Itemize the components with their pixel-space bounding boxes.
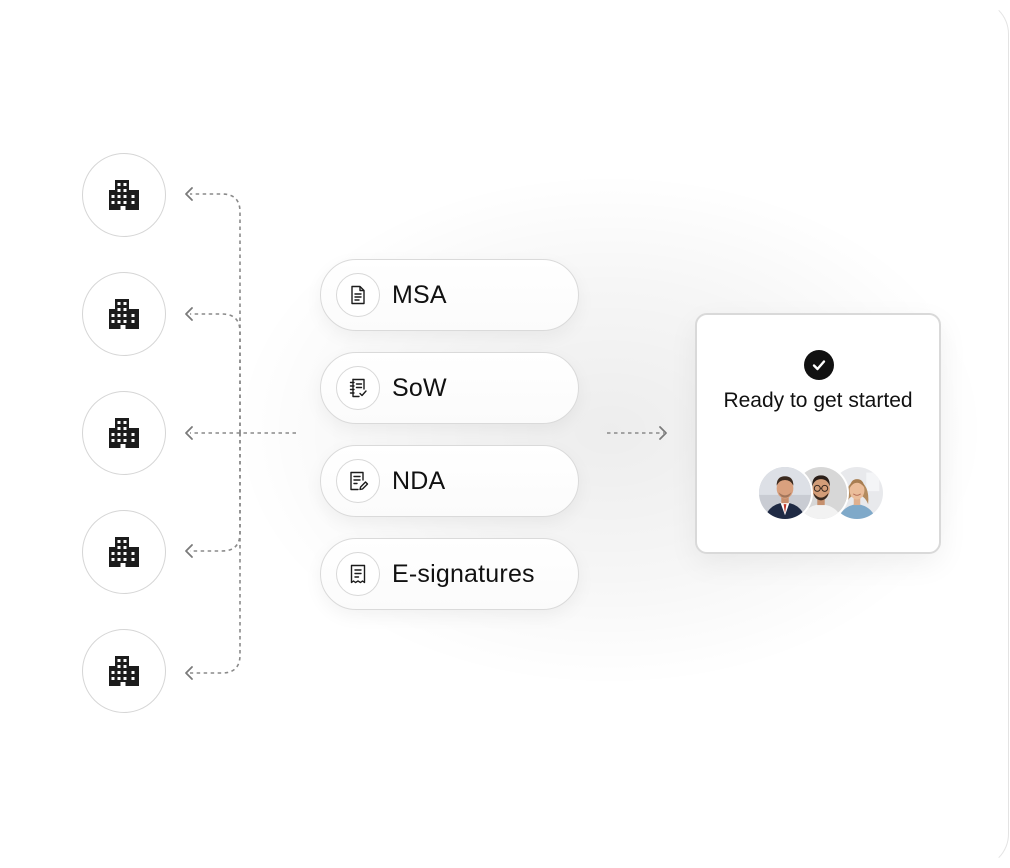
arrowhead-1	[185, 187, 193, 201]
building-icon	[105, 652, 143, 690]
connector-branch-2	[190, 313, 241, 433]
document-pill-sow[interactable]: SoW	[320, 352, 579, 424]
avatar-man-suit	[757, 465, 813, 521]
check-circle-icon	[804, 350, 834, 380]
company-node-3	[82, 391, 166, 475]
receipt-icon	[336, 552, 380, 596]
company-node-4	[82, 510, 166, 594]
building-icon	[105, 533, 143, 571]
document-pill-esignatures[interactable]: E-signatures	[320, 538, 579, 610]
arrowhead-4	[185, 544, 193, 558]
checklist-icon	[336, 366, 380, 410]
building-icon	[105, 295, 143, 333]
document-pill-nda[interactable]: NDA	[320, 445, 579, 517]
document-icon	[336, 273, 380, 317]
ready-title: Ready to get started	[723, 389, 913, 412]
company-node-2	[82, 272, 166, 356]
arrowhead-5	[185, 666, 193, 680]
document-label: SoW	[392, 373, 447, 402]
arrowhead-2	[185, 307, 193, 321]
document-label: NDA	[392, 466, 446, 495]
connector-branch-5	[190, 433, 241, 674]
document-edit-icon	[336, 459, 380, 503]
document-label: MSA	[392, 280, 447, 309]
arrowhead-card	[659, 426, 667, 440]
company-node-5	[82, 629, 166, 713]
building-icon	[105, 414, 143, 452]
building-icon	[105, 176, 143, 214]
document-label: E-signatures	[392, 559, 535, 588]
document-pill-msa[interactable]: MSA	[320, 259, 579, 331]
connector-branch-4	[190, 433, 241, 552]
arrowhead-3	[185, 426, 193, 440]
company-node-1	[82, 153, 166, 237]
ready-card: Ready to get started	[695, 313, 941, 554]
